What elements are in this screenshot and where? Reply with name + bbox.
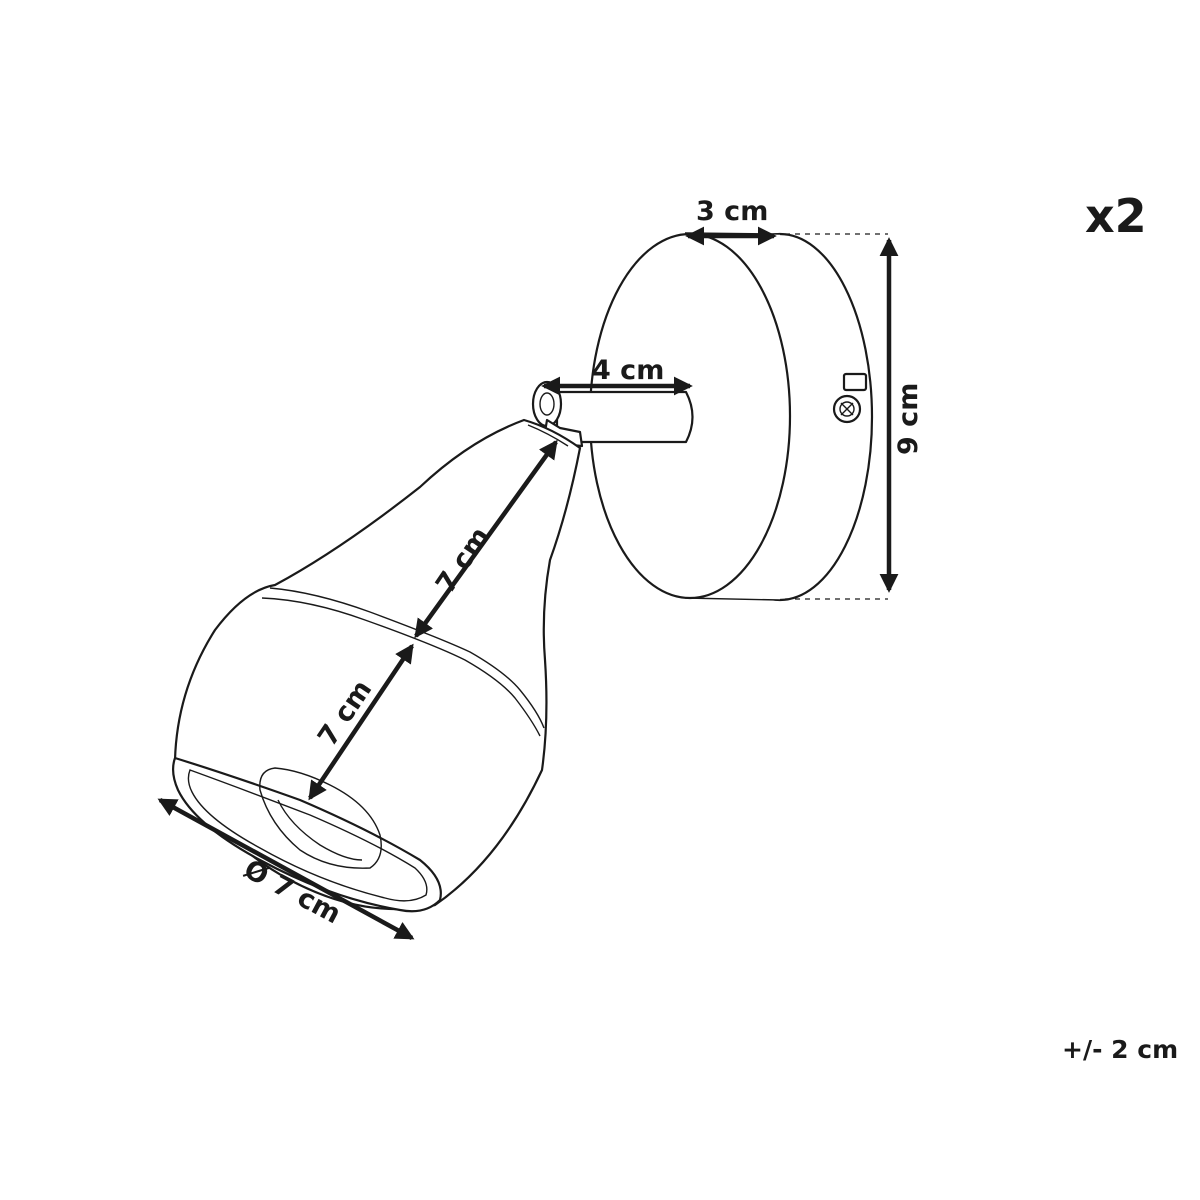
quantity-label: x2 <box>1085 189 1147 243</box>
mount-depth-label: 3 cm <box>696 196 768 227</box>
connecting-arm <box>531 380 694 448</box>
shade-diameter-dimension-line <box>157 798 415 940</box>
neck-length-dimension-line <box>414 439 558 639</box>
shade-length-dimension-line <box>308 643 414 801</box>
mounting-screw-icon <box>832 372 868 424</box>
tolerance-label: +/- 2 cm <box>1062 1035 1178 1064</box>
arm-length-label: 4 cm <box>592 355 664 386</box>
mount-height-label: 9 cm <box>893 383 924 455</box>
